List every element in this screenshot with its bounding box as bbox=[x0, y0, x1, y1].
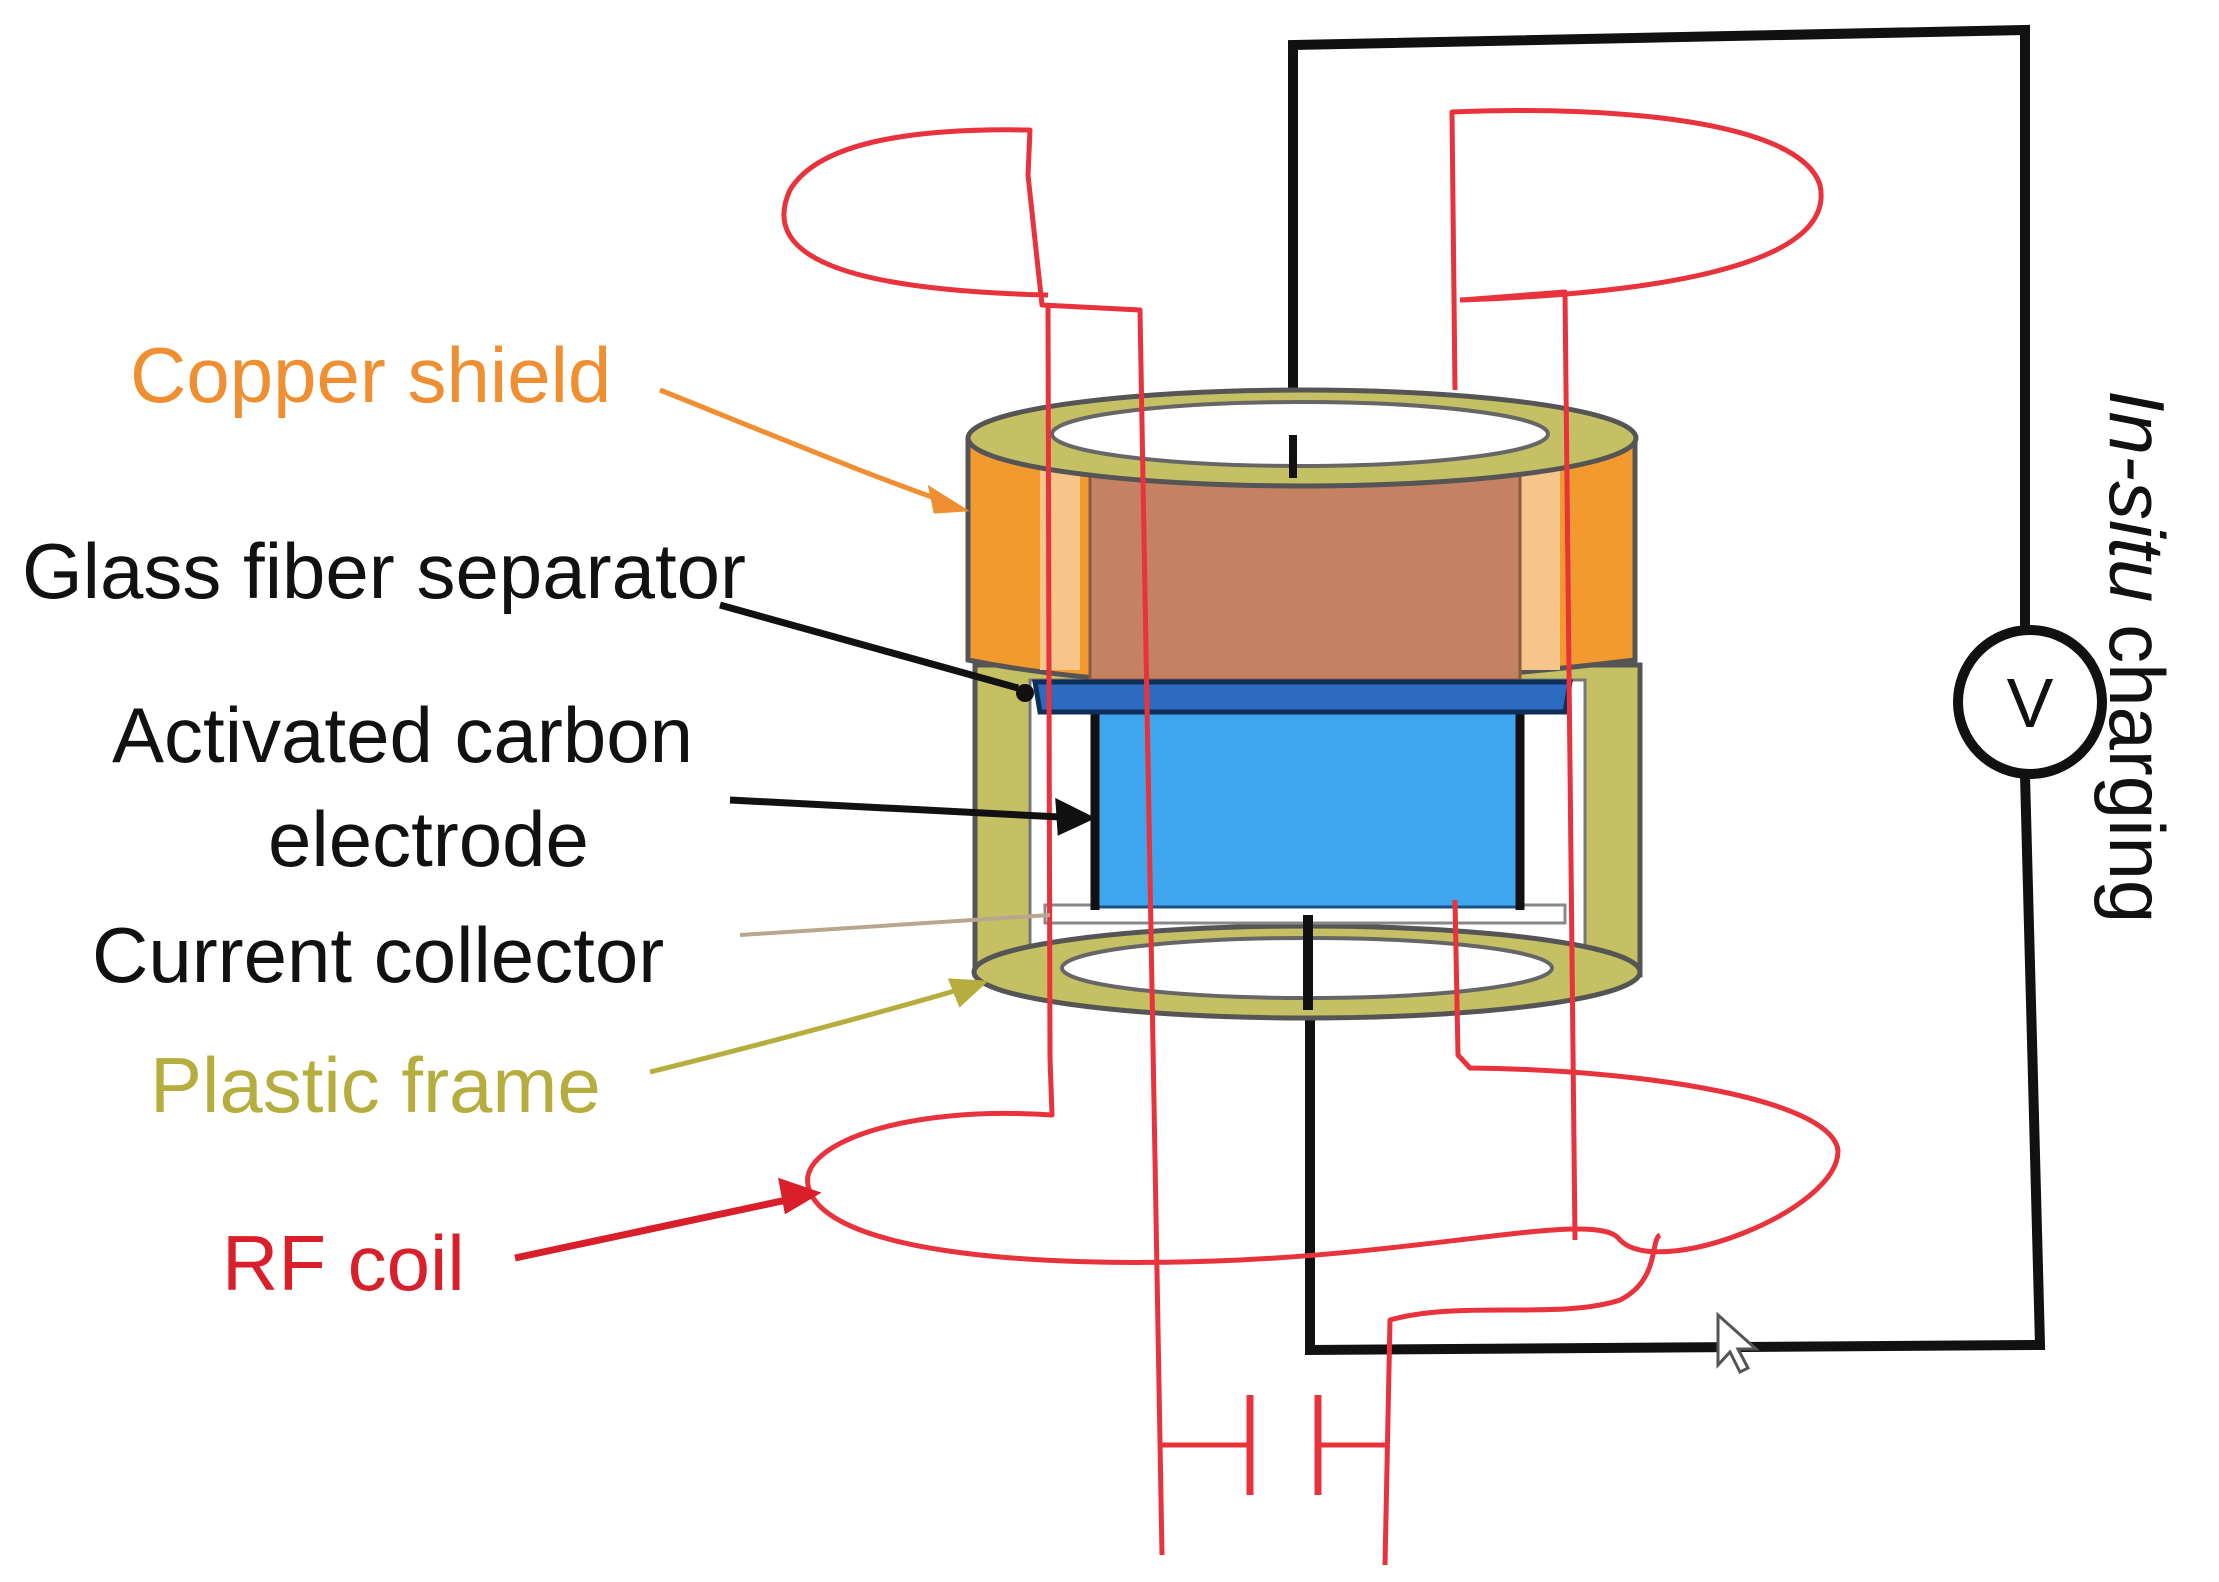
glass-fiber-separator bbox=[1032, 679, 1573, 715]
rf-coil-return-lead bbox=[1382, 1232, 1662, 1566]
rf-coil bbox=[781, 108, 1841, 1566]
capacitor-icon bbox=[1246, 1395, 1322, 1495]
copper-shield bbox=[965, 387, 1639, 688]
label-current-collector: Current collector bbox=[92, 911, 664, 999]
rf-coil-left-drop bbox=[1045, 304, 1053, 1061]
voltmeter-symbol: V bbox=[2007, 664, 2054, 742]
label-activated-carbon-line1: Activated carbon bbox=[112, 691, 693, 779]
separator-arrow bbox=[719, 601, 1019, 692]
rf-coil-top-left-loop bbox=[781, 127, 1165, 1556]
label-copper-shield: Copper shield bbox=[130, 331, 611, 419]
rf-coil-top-right-loop bbox=[1449, 108, 1824, 391]
label-in-situ-prefix: In-situ bbox=[2093, 390, 2181, 602]
charging-wire-bottom bbox=[1305, 774, 2046, 1356]
electrode-arrow bbox=[729, 796, 1081, 822]
label-glass-fiber-separator: Glass fiber separator bbox=[22, 527, 746, 615]
label-rf-coil: RF coil bbox=[222, 1219, 465, 1307]
electrode-upper bbox=[1088, 473, 1522, 682]
label-activated-carbon-line2: electrode bbox=[268, 795, 589, 883]
cursor-icon bbox=[1716, 1311, 1760, 1375]
charging-wire-top bbox=[1288, 24, 2030, 630]
rf-coil-bottom-loop bbox=[805, 899, 1841, 1265]
copper-shield-arrow bbox=[659, 387, 956, 508]
plastic-frame-arrow bbox=[649, 982, 976, 1075]
voltmeter-icon: V bbox=[1953, 625, 2107, 779]
rf-coil-right-lead bbox=[1461, 289, 1578, 1241]
label-in-situ-suffix: charging bbox=[2093, 602, 2181, 923]
charging-circuit bbox=[1288, 24, 2046, 1356]
current-collector-arrow bbox=[739, 913, 1051, 937]
activated-carbon-electrode bbox=[1090, 710, 1524, 909]
label-plastic-frame: Plastic frame bbox=[150, 1041, 601, 1129]
label-in-situ-charging: In-situ charging bbox=[2093, 390, 2181, 923]
rf-coil-arrow bbox=[514, 1191, 811, 1262]
